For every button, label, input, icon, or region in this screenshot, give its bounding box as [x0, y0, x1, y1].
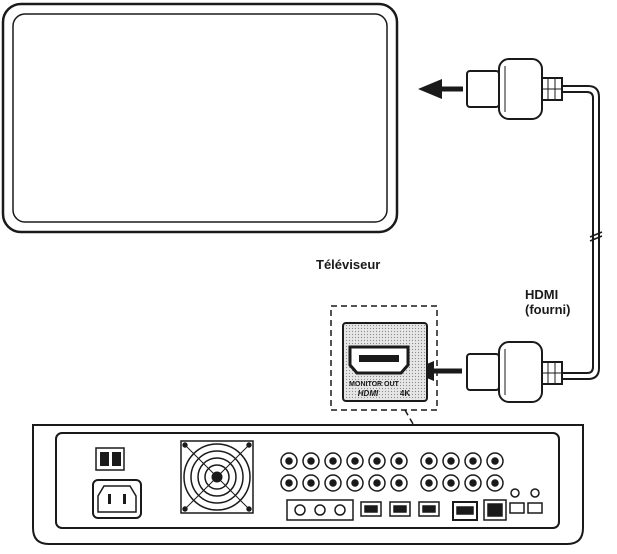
port-suffix-text: 4K [400, 389, 410, 398]
port-name-text: MONITOR OUT [349, 381, 399, 388]
hdmi-plug-tv-end [466, 58, 563, 120]
port-logo-text: HDMI [358, 389, 379, 398]
hdmi-plug-receiver-end [466, 341, 563, 403]
rca-jacks-group [280, 452, 504, 492]
arrow-to-tv-icon [418, 79, 463, 99]
hdmi-cable-label-line2: (fourni) [525, 302, 571, 317]
power-inlet-icon [92, 479, 142, 519]
receiver-unit [32, 424, 584, 545]
hdmi-cable-label-line1: HDMI [525, 287, 559, 302]
lower-connectors-group [286, 488, 543, 521]
tv-label: Téléviseur [316, 257, 381, 272]
hdmi-cable [562, 85, 603, 380]
fan-icon [180, 440, 254, 514]
television [1, 2, 399, 234]
power-switch-icon [95, 447, 125, 471]
hdmi-cable-label: HDMI (fourni) [525, 287, 570, 317]
